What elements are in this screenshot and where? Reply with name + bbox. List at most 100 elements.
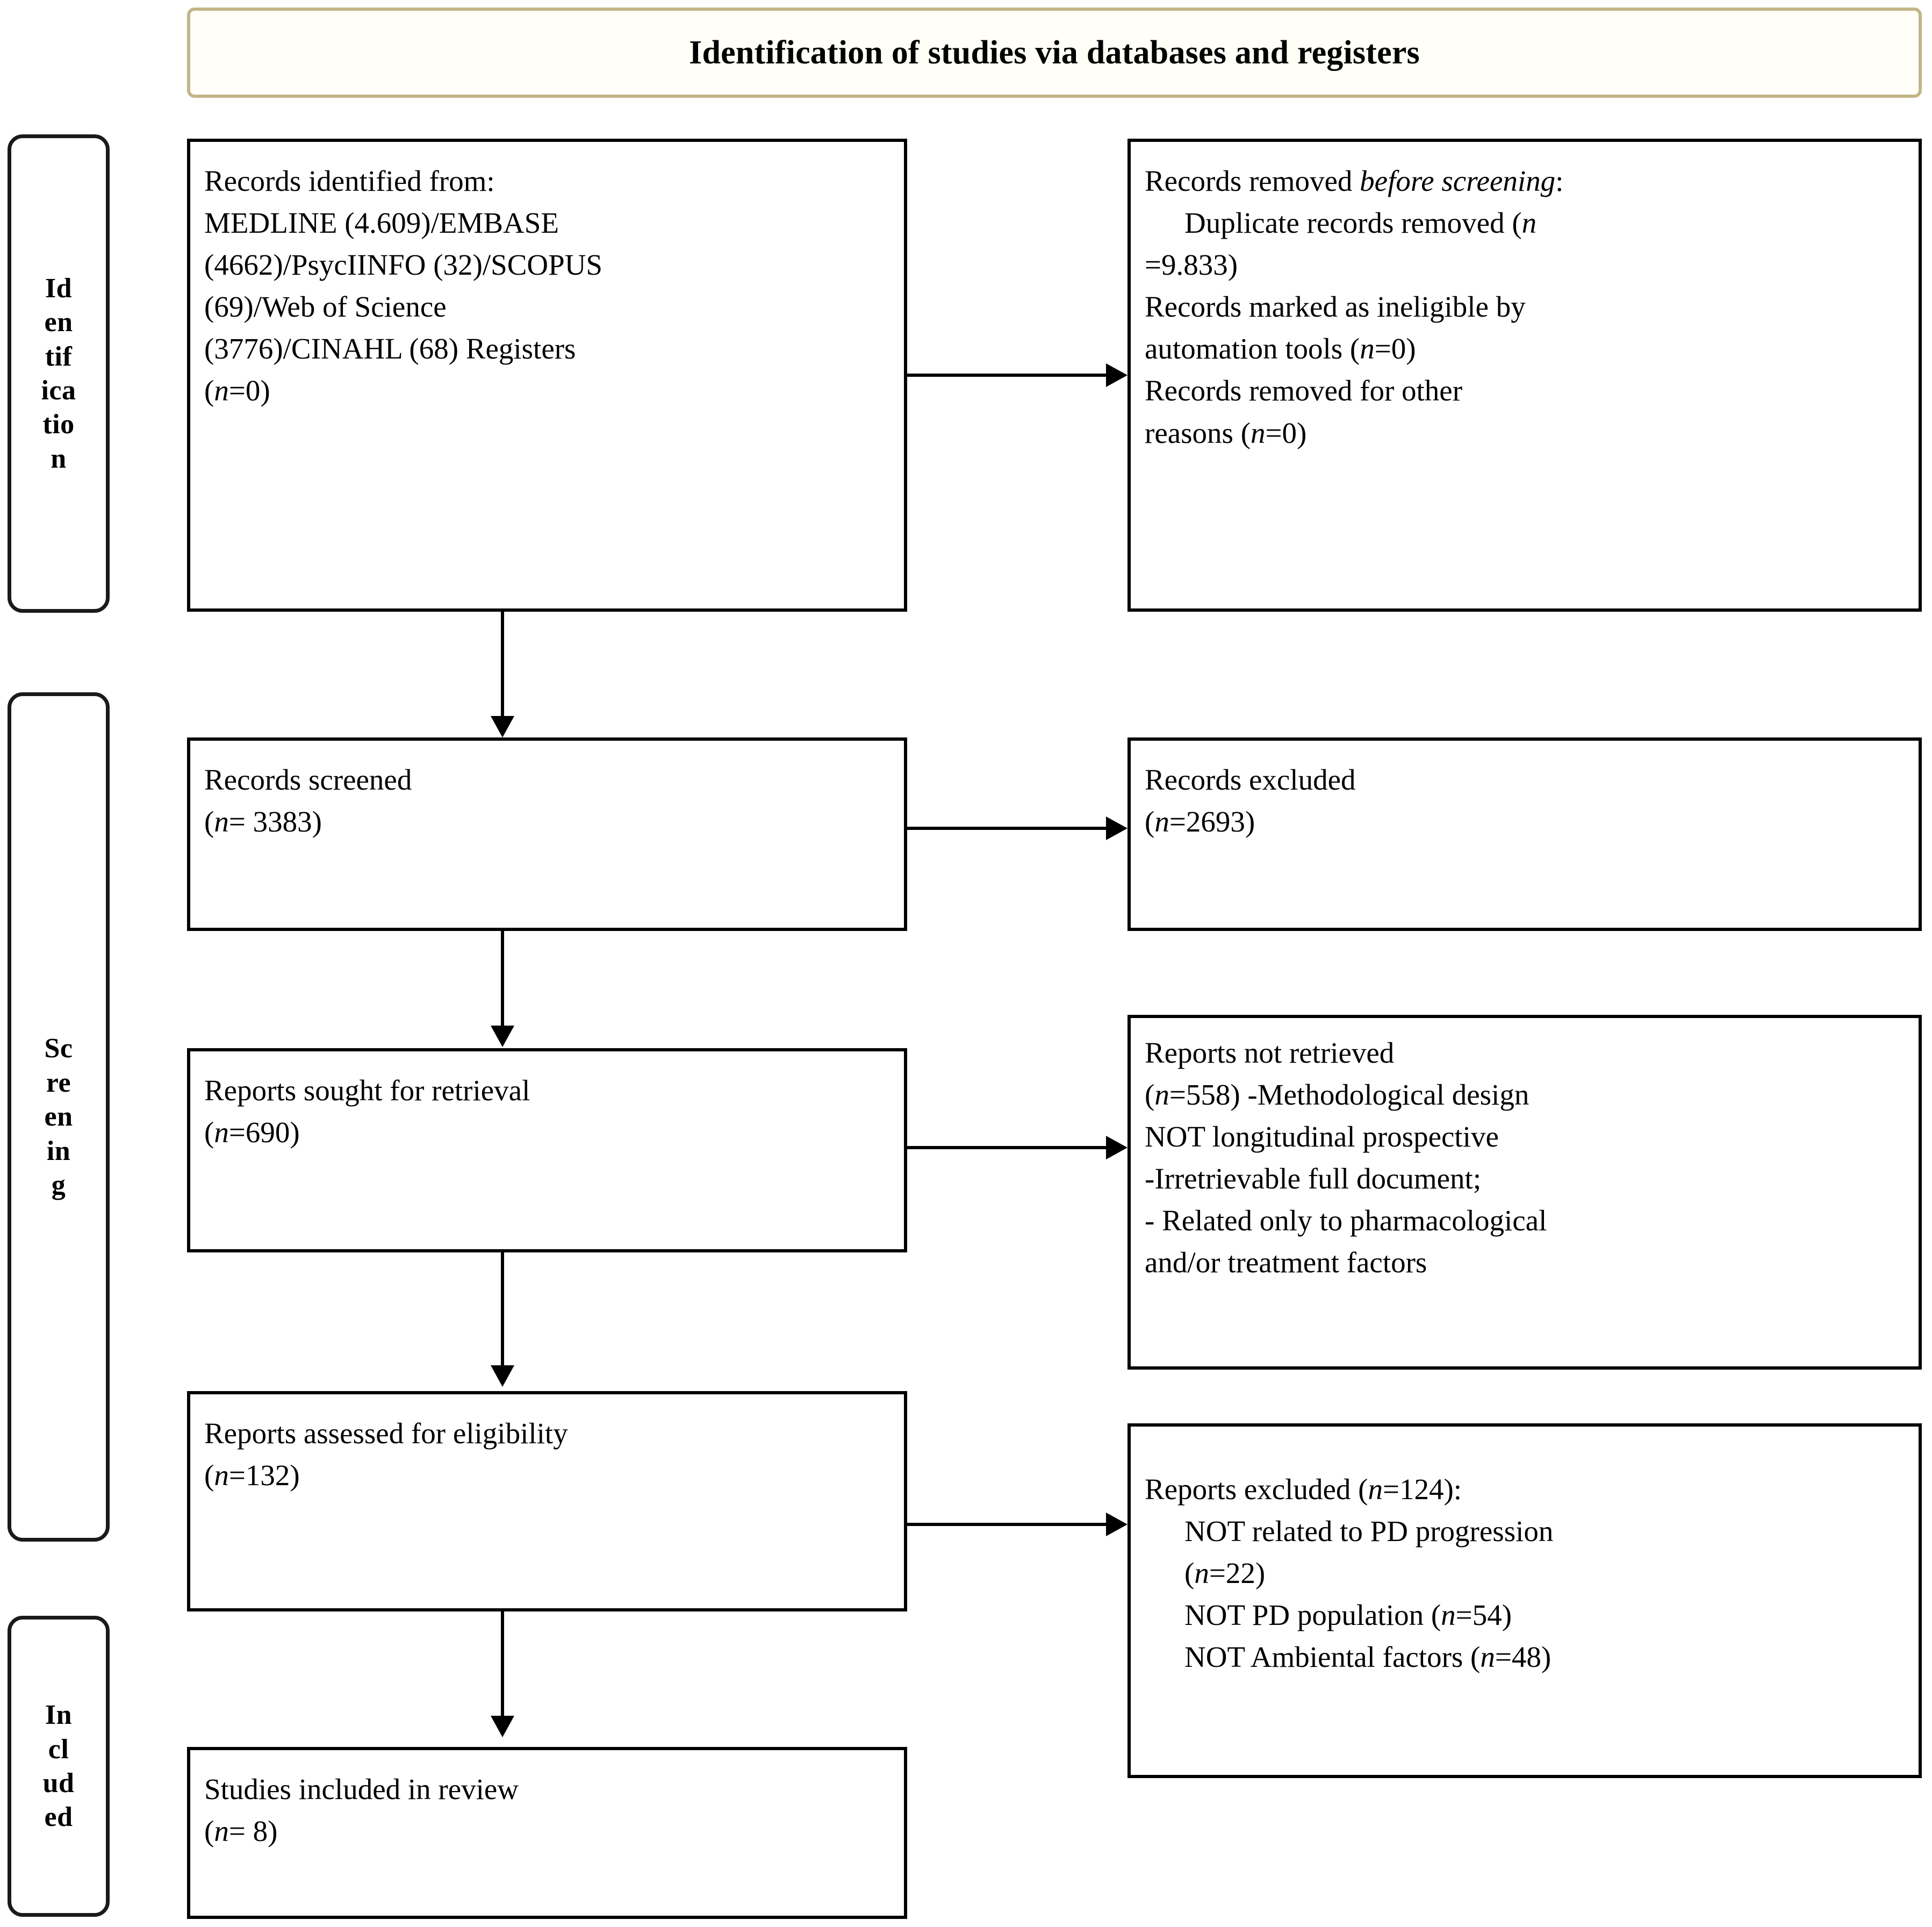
stage-label-included: In cl ud ed	[8, 1616, 110, 1917]
n-symbol: n	[214, 1815, 229, 1848]
connector-sought-to-not-retrieved	[907, 1146, 1107, 1149]
reports-assessed-label: Reports assessed for eligibility	[204, 1417, 568, 1450]
arrowhead-screened-to-excluded	[1106, 816, 1127, 840]
box-records-excluded: Records excluded (n=2693)	[1127, 737, 1922, 931]
stage-line: en	[44, 307, 73, 338]
reason-text: NOT PD population (	[1184, 1599, 1441, 1632]
reports-excluded-reason-1: NOT related to PD progression	[1184, 1515, 1554, 1548]
stage-line: n	[51, 443, 67, 474]
count-value: =0)	[1265, 416, 1307, 449]
dup-text: Duplicate records removed (	[1184, 206, 1522, 240]
studies-included-count: (n= 8)	[204, 1810, 890, 1852]
paren-open: (	[204, 805, 214, 839]
count-value: =22)	[1209, 1557, 1266, 1590]
box-records-removed: Records removed before screening: Duplic…	[1127, 139, 1922, 612]
n-symbol: n	[214, 1116, 229, 1149]
stage-label-identification-text: Id en tif ica tio n	[41, 271, 76, 476]
stage-label-included-text: In cl ud ed	[43, 1698, 75, 1835]
count-value: =0)	[228, 374, 270, 407]
connector-assessed-to-included	[501, 1611, 504, 1719]
stage-line: cl	[48, 1733, 69, 1765]
title-pre: Records removed	[1145, 164, 1360, 197]
stage-line: in	[46, 1135, 71, 1166]
stage-label-screening-text: Sc re en in g	[45, 1031, 73, 1202]
count-value: =558) -Methodological design	[1169, 1078, 1529, 1112]
paren-open: (	[204, 1459, 214, 1492]
stage-label-screening: Sc re en in g	[8, 692, 110, 1542]
count-value: =54)	[1455, 1599, 1512, 1632]
records-excluded-count: (n=2693)	[1145, 801, 1905, 843]
box-reports-not-retrieved: Reports not retrieved (n=558) -Methodolo…	[1127, 1015, 1922, 1370]
records-screened-label: Records screened	[204, 763, 412, 796]
n-symbol: n	[1480, 1641, 1495, 1674]
excl-text: Reports excluded (	[1145, 1473, 1368, 1506]
auto-text: automation tools (	[1145, 332, 1360, 366]
count-value: =124):	[1382, 1473, 1462, 1506]
stage-line: tif	[45, 341, 73, 372]
count-value: = 8)	[228, 1815, 278, 1848]
records-identified-count: (n=0)	[204, 370, 890, 412]
count-value: = 3383)	[228, 805, 322, 839]
reports-not-retrieved-reason-4: and/or treatment factors	[1145, 1246, 1427, 1279]
connector-identified-to-removed	[907, 374, 1107, 377]
duplicate-records-line: Duplicate records removed (n	[1145, 202, 1905, 244]
stage-line: ed	[44, 1802, 73, 1833]
count-value: =132)	[228, 1459, 300, 1492]
n-symbol: n	[214, 1459, 229, 1492]
count-value: =690)	[228, 1116, 300, 1149]
records-removed-title: Records removed before screening:	[1145, 160, 1905, 202]
reason-text: NOT Ambiental factors (	[1184, 1641, 1481, 1674]
reports-sought-count: (n=690)	[204, 1112, 890, 1154]
n-symbol: n	[1194, 1557, 1209, 1590]
stage-line: en	[44, 1101, 73, 1133]
diagram-banner: Identification of studies via databases …	[187, 8, 1922, 98]
connector-assessed-to-excluded	[907, 1523, 1107, 1526]
paren-open: (	[204, 1815, 214, 1848]
reports-not-retrieved-count: (n=558) -Methodological design	[1145, 1074, 1905, 1116]
reasons-text: reasons (	[1145, 416, 1251, 449]
reports-not-retrieved-label: Reports not retrieved	[1145, 1036, 1395, 1069]
box-reports-assessed: Reports assessed for eligibility (n=132)	[187, 1391, 907, 1611]
reports-excluded-reason-3: NOT Ambiental factors (n=48)	[1145, 1636, 1905, 1678]
n-symbol: n	[1368, 1473, 1383, 1506]
ineligible-line-1: Records marked as ineligible by	[1145, 290, 1526, 324]
box-records-identified: Records identified from: MEDLINE (4.609)…	[187, 139, 907, 612]
records-identified-line-4: (69)/Web of Science	[204, 290, 447, 324]
arrowhead-sought-to-assessed	[491, 1365, 514, 1387]
banner-title: Identification of studies via databases …	[689, 34, 1420, 71]
reports-excluded-label: Reports excluded (n=124):	[1145, 1468, 1905, 1510]
arrowhead-assessed-to-included	[491, 1716, 514, 1737]
n-symbol: n	[1441, 1599, 1456, 1632]
n-symbol: n	[1360, 332, 1375, 366]
reports-excluded-reason-2: NOT PD population (n=54)	[1145, 1594, 1905, 1636]
n-symbol: n	[1154, 1078, 1169, 1112]
n-symbol: n	[214, 374, 229, 407]
count-value: =2693)	[1169, 805, 1255, 839]
records-identified-line-5: (3776)/CINAHL (68) Registers	[204, 332, 576, 366]
title-italic: before screening	[1360, 164, 1556, 197]
box-studies-included: Studies included in review (n= 8)	[187, 1747, 907, 1919]
count-value: =48)	[1495, 1641, 1552, 1674]
records-identified-line-2: MEDLINE (4.609)/EMBASE	[204, 206, 559, 240]
box-reports-sought: Reports sought for retrieval (n=690)	[187, 1048, 907, 1252]
box-records-screened: Records screened (n= 3383)	[187, 737, 907, 931]
stage-line: tio	[42, 409, 75, 440]
connector-sought-to-assessed	[501, 1252, 504, 1369]
other-reasons-line-2: reasons (n=0)	[1145, 412, 1905, 454]
arrowhead-screened-to-sought	[491, 1026, 514, 1047]
reports-excluded-reason-1-count: (n=22)	[1145, 1552, 1905, 1594]
n-symbol: n	[1251, 416, 1266, 449]
paren-open: (	[204, 374, 214, 407]
records-identified-line-1: Records identified from:	[204, 164, 495, 197]
records-identified-line-3: (4662)/PsycIINFO (32)/SCOPUS	[204, 248, 603, 282]
stage-line: In	[45, 1700, 73, 1731]
paren-open: (	[204, 1116, 214, 1149]
studies-included-label: Studies included in review	[204, 1773, 519, 1806]
arrowhead-assessed-to-excluded	[1106, 1513, 1127, 1536]
stage-label-identification: Id en tif ica tio n	[8, 134, 110, 613]
arrowhead-identified-to-removed	[1106, 363, 1127, 387]
title-post: :	[1555, 164, 1564, 197]
arrowhead-identified-to-screened	[491, 716, 514, 737]
stage-line: Sc	[44, 1033, 73, 1064]
